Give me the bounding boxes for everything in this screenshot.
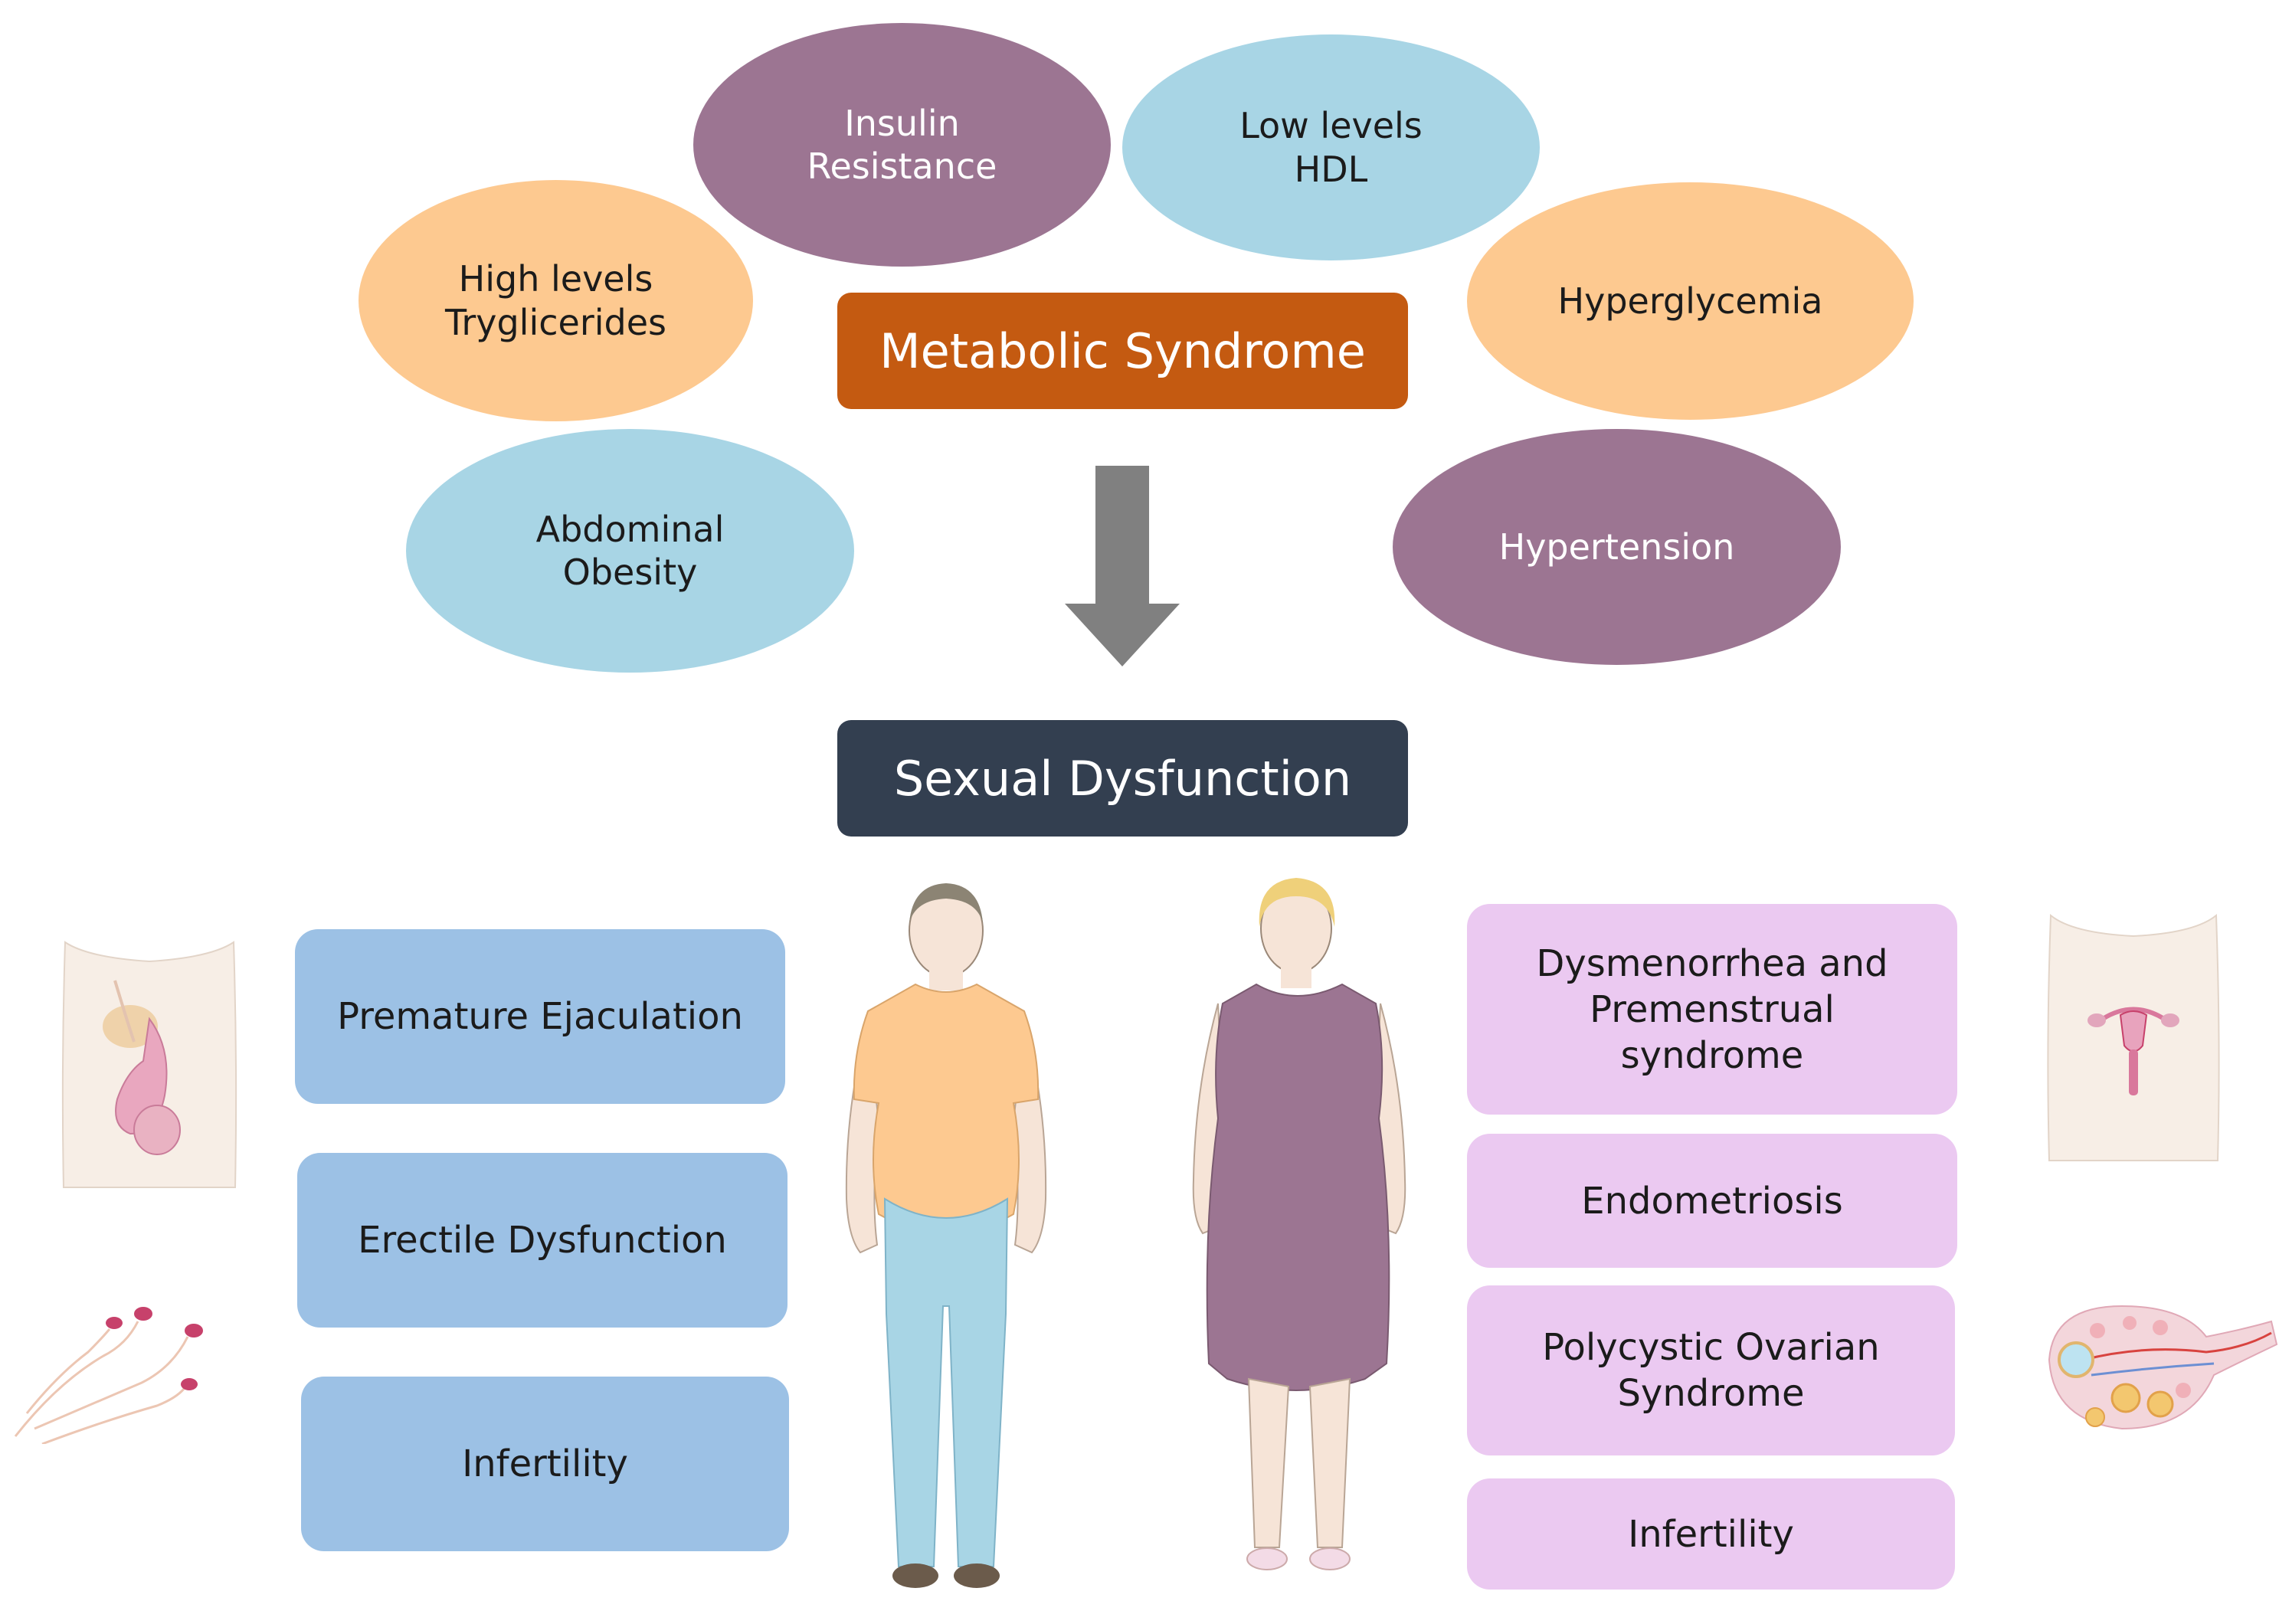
triglycerides-ellipse: High levels Tryglicerides bbox=[359, 180, 753, 421]
hyperglycemia-label: Hyperglycemia bbox=[1558, 280, 1823, 323]
triglycerides-line1: High levels bbox=[458, 258, 653, 300]
polycystic-ovarian-syndrome-box: Polycystic Ovarian Syndrome bbox=[1467, 1285, 1955, 1455]
abdominal-obesity-line1: Abdominal bbox=[535, 508, 725, 550]
endometriosis-label: Endometriosis bbox=[1581, 1179, 1843, 1223]
dysmenorrhea-line2: Premenstrual bbox=[1590, 987, 1835, 1031]
sexual-dysfunction-title-text: Sexual Dysfunction bbox=[893, 750, 1352, 807]
insulin-resistance-ellipse: Insulin Resistance bbox=[693, 23, 1111, 267]
male-reproductive-anatomy-icon bbox=[61, 941, 237, 1188]
premature-ejaculation-box: Premature Ejaculation bbox=[295, 929, 785, 1104]
hypertension-line1: Hypertension bbox=[1498, 526, 1735, 568]
pcos-line1: Polycystic Ovarian bbox=[1542, 1326, 1880, 1369]
female-infertility-box: Infertility bbox=[1467, 1478, 1955, 1590]
endometriosis-box: Endometriosis bbox=[1467, 1134, 1957, 1268]
hypertension-ellipse: Hypertension bbox=[1393, 429, 1841, 665]
hyperglycemia-line1: Hyperglycemia bbox=[1557, 280, 1823, 322]
low-hdl-line2: HDL bbox=[1294, 148, 1368, 190]
metabolic-syndrome-title: Metabolic Syndrome bbox=[837, 293, 1408, 409]
dysmenorrhea-line3: syndrome bbox=[1620, 1033, 1804, 1077]
male-infertility-box: Infertility bbox=[301, 1377, 789, 1551]
pcos-line2: Syndrome bbox=[1617, 1372, 1805, 1415]
triglycerides-line2: Tryglicerides bbox=[445, 301, 666, 343]
abdominal-obesity-label: Abdominal Obesity bbox=[536, 508, 725, 594]
hyperglycemia-ellipse: Hyperglycemia bbox=[1467, 182, 1914, 420]
insulin-resistance-label: Insulin Resistance bbox=[807, 102, 997, 188]
male-infertility-label: Infertility bbox=[462, 1442, 628, 1485]
low-hdl-line1: Low levels bbox=[1239, 105, 1423, 147]
female-reproductive-anatomy-icon bbox=[2047, 913, 2220, 1161]
ovary-icon bbox=[2048, 1305, 2278, 1430]
triglycerides-label: High levels Tryglicerides bbox=[445, 257, 666, 343]
abdominal-obesity-ellipse: Abdominal Obesity bbox=[406, 429, 854, 673]
abdominal-obesity-line2: Obesity bbox=[562, 552, 698, 593]
erectile-dysfunction-box: Erectile Dysfunction bbox=[297, 1153, 787, 1328]
obese-woman-icon bbox=[1192, 878, 1406, 1570]
low-hdl-label: Low levels HDL bbox=[1239, 104, 1423, 190]
insulin-resistance-line1: Insulin bbox=[844, 102, 960, 144]
insulin-resistance-line2: Resistance bbox=[807, 146, 997, 187]
sperm-cells-icon bbox=[14, 1307, 203, 1444]
down-arrow-icon bbox=[1065, 466, 1180, 666]
low-hdl-ellipse: Low levels HDL bbox=[1122, 34, 1540, 260]
premature-ejaculation-label: Premature Ejaculation bbox=[337, 995, 743, 1038]
sexual-dysfunction-title: Sexual Dysfunction bbox=[837, 720, 1408, 837]
metabolic-syndrome-title-text: Metabolic Syndrome bbox=[879, 323, 1366, 379]
hypertension-label: Hypertension bbox=[1499, 526, 1735, 568]
obese-man-icon bbox=[845, 883, 1047, 1588]
female-infertility-label: Infertility bbox=[1628, 1512, 1794, 1556]
dysmenorrhea-line1: Dysmenorrhea and bbox=[1536, 941, 1888, 985]
erectile-dysfunction-label: Erectile Dysfunction bbox=[358, 1219, 727, 1262]
dysmenorrhea-box: Dysmenorrhea and Premenstrual syndrome bbox=[1467, 904, 1957, 1115]
